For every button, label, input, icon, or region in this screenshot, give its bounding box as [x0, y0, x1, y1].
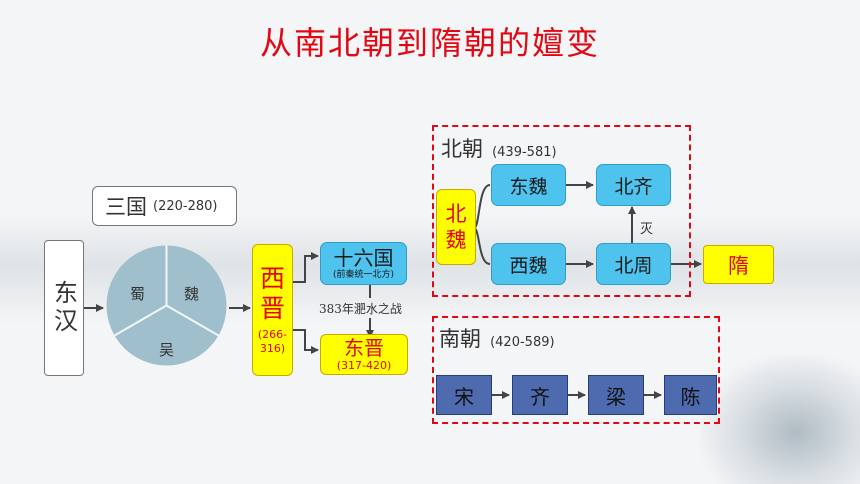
eastern-jin-years: (317-420)	[336, 358, 392, 372]
three-kingdoms-pie	[106, 245, 227, 366]
southern-dynasties-region	[432, 316, 720, 424]
sixteen-kingdoms-box: 十六国 (前秦统一北方)	[320, 242, 407, 285]
sui-box: 隋	[703, 245, 774, 284]
eastern-wei-box: 东魏	[491, 164, 566, 206]
northern-dynasties-label: 北朝 (439-581)	[441, 137, 557, 161]
northern-dynasties-region	[432, 125, 691, 297]
western-jin-years: (266-316)	[257, 328, 288, 355]
qi-box: 齐	[512, 375, 568, 415]
eastern-han-box: 东汉	[44, 240, 84, 376]
state-wei: 魏	[184, 285, 200, 303]
three-kingdoms-years: (220-280)	[153, 198, 218, 214]
state-wu: 吴	[159, 341, 175, 359]
northern-zhou-box: 北周	[596, 243, 671, 285]
northern-wei-label: 北魏	[445, 202, 467, 252]
western-jin-box: 西晋 (266-316)	[252, 244, 293, 376]
three-kingdoms-label-box: 三国 (220-280)	[92, 186, 237, 226]
song-box: 宋	[436, 375, 492, 415]
state-shu: 蜀	[130, 285, 146, 303]
liang-box: 梁	[588, 375, 644, 415]
battle-label: 383年淝水之战	[319, 302, 402, 316]
western-wei-box: 西魏	[491, 243, 566, 285]
northern-wei-box: 北魏	[436, 189, 476, 265]
northern-qi-box: 北齐	[596, 164, 671, 206]
background-ink-painting	[700, 355, 860, 484]
eastern-jin-label: 东晋	[344, 335, 384, 360]
eastern-jin-box: 东晋 (317-420)	[320, 334, 408, 375]
chen-box: 陈	[664, 375, 717, 415]
page-title: 从南北朝到隋朝的嬗变	[259, 24, 600, 62]
western-jin-label: 西晋	[259, 264, 285, 323]
sixteen-kingdoms-note: (前秦统一北方)	[332, 269, 395, 280]
southern-dynasties-label: 南朝 (420-589)	[439, 327, 555, 351]
three-kingdoms-label: 三国	[105, 195, 147, 219]
eastern-han-label: 东汉	[49, 280, 78, 336]
conquer-label: 灭	[640, 222, 654, 237]
sixteen-kingdoms-label: 十六国	[333, 245, 394, 270]
